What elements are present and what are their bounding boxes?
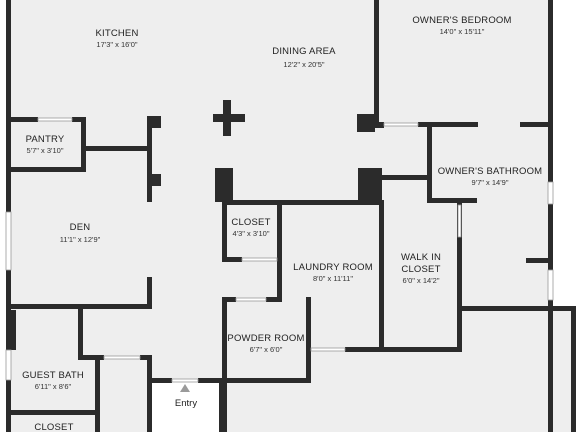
window-bath-b	[547, 269, 554, 301]
door-laundry	[310, 347, 346, 352]
post-dining-b	[357, 114, 375, 132]
wall-walkin-bottom	[379, 347, 462, 352]
kitchen-name: KITCHEN	[95, 28, 138, 39]
wall-den-bottom-stub	[147, 277, 152, 309]
entry-label: Entry	[175, 398, 197, 409]
guest-bath-dim: 6'11" x 8'6"	[35, 382, 72, 391]
door-bedroom	[383, 122, 419, 127]
door-entry	[171, 378, 199, 383]
walkin-name-1: WALK IN	[401, 252, 441, 263]
pantry-dim: 5'7" x 3'10"	[27, 146, 64, 155]
wall-guest-left-stub	[8, 310, 16, 350]
wall-closet-left	[222, 200, 227, 262]
wall-powder-top-b	[266, 297, 282, 302]
closet-center-name: CLOSET	[231, 217, 270, 228]
wall-guest-bottom-b	[140, 355, 152, 360]
post-dining-c	[358, 168, 382, 202]
wall-bath-bottom	[427, 198, 477, 203]
wall-powder-bottom	[222, 378, 311, 383]
den-dim: 11'1" x 12'9"	[60, 235, 101, 244]
dining-dim: 12'2" x 20'5"	[283, 60, 324, 69]
wall-bedroom-bottom-a	[374, 122, 384, 128]
guest-bath-name: GUEST BATH	[22, 370, 84, 381]
wall-closet-top	[222, 200, 382, 205]
wall-pantry-kitchen	[81, 146, 151, 151]
wall-closet-bottom	[222, 257, 242, 262]
wall-guest-right	[78, 309, 83, 359]
wall-bath-right-stub	[526, 258, 552, 263]
kitchen-dim: 17'3" x 16'0"	[96, 40, 137, 49]
window-bath-a	[547, 181, 554, 205]
wall-den-bottom	[6, 304, 152, 309]
wall-bedroom-bottom-c	[520, 122, 550, 127]
post-dining-a	[215, 168, 233, 202]
door-guest	[103, 355, 141, 360]
wall-pantry-right	[81, 117, 86, 171]
wall-divider-post-top	[147, 116, 161, 128]
lower-right-floor	[222, 310, 576, 432]
wall-bath-left	[427, 122, 432, 202]
den-name: DEN	[70, 222, 91, 233]
wall-closet-top	[6, 410, 100, 415]
room-labels: KITCHEN 17'3" x 16'0" DINING AREA 12'2" …	[22, 15, 542, 432]
wall-entry-top-l	[150, 378, 172, 383]
pantry-name: PANTRY	[26, 134, 65, 145]
powder-name: POWDER ROOM	[227, 333, 304, 344]
laundry-dim: 8'0" x 11'11"	[313, 274, 353, 283]
wall-lower-right-top	[457, 306, 576, 311]
wall-hall-right	[147, 355, 152, 432]
door-closet-center	[241, 257, 278, 262]
wall-entry-top-r	[198, 378, 224, 383]
laundry-name: LAUNDRY ROOM	[293, 262, 373, 273]
wall-laundry-right	[379, 200, 384, 352]
bedroom-name: OWNER'S BEDROOM	[412, 15, 511, 26]
walkin-name-2: CLOSET	[401, 264, 440, 275]
wall-bedroom-left	[374, 0, 379, 128]
walls	[6, 0, 576, 432]
wall-divider-post-bot	[147, 174, 161, 186]
wall-pantry-top-b	[72, 117, 86, 122]
wall-closet-right	[277, 200, 282, 300]
wall-powder-top-a	[222, 297, 236, 302]
door-pantry	[37, 117, 73, 122]
dining-name: DINING AREA	[272, 46, 336, 57]
walkin-dim: 6'0" x 14'2"	[403, 276, 440, 285]
window-den	[5, 211, 12, 271]
wall-pantry-top	[6, 117, 38, 122]
powder-dim: 6'7" x 6'0"	[250, 345, 283, 354]
closet-center-dim: 4'3" x 3'10"	[233, 229, 270, 238]
wall-powder-lower-left	[222, 382, 227, 432]
bathroom-name: OWNER'S BATHROOM	[438, 166, 543, 177]
wall-pantry-bottom	[6, 167, 86, 172]
bathroom-dim: 9'7" x 14'9"	[472, 178, 509, 187]
wall-right-outer	[548, 0, 553, 432]
closet-bottom-name: CLOSET	[34, 422, 73, 432]
post-cross	[213, 100, 245, 136]
door-walkin	[457, 204, 462, 238]
entry-arrow-icon	[180, 384, 190, 392]
wall-bedroom-bottom-b	[418, 122, 478, 127]
wall-lower-right-right	[571, 306, 576, 432]
window-guest	[5, 349, 12, 381]
wall-walkin-right	[457, 200, 462, 352]
wall-powder-right	[306, 297, 311, 382]
wall-powder-left	[222, 297, 227, 382]
door-powder	[235, 297, 267, 302]
wall-walkin-top	[379, 175, 431, 180]
wall-guest-bottom	[78, 355, 104, 360]
bedroom-dim: 14'0" x 15'11"	[440, 27, 485, 36]
wall-guest-right-2	[95, 355, 100, 432]
wall-entry-right	[219, 378, 224, 432]
wall-laundry-bottom	[345, 347, 384, 352]
wall-divider-col	[147, 116, 152, 202]
